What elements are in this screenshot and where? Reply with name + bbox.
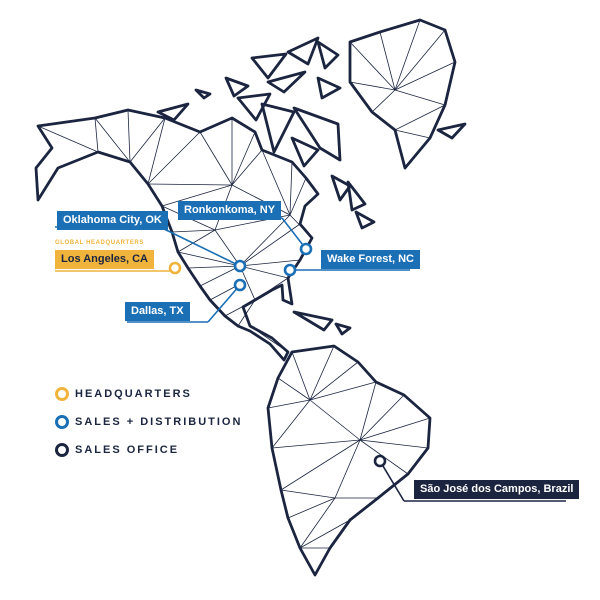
greenland-outline [348,18,457,170]
marker-oklahoma-city [233,259,247,273]
legend-item-sales-office: SALES OFFICE [55,441,242,459]
label-sao-jose: São José dos Campos, Brazil [414,480,580,499]
label-oklahoma-city: Oklahoma City, OK [57,211,168,230]
south-america-outline [266,344,432,577]
continent-outline [34,18,467,577]
label-dallas: Dallas, TX [125,302,190,321]
marker-sao-jose [373,454,387,468]
legend-sales-office-icon [55,443,69,457]
label-ronkonkoma: Ronkonkoma, NY [178,201,282,220]
marker-ronkonkoma [299,242,313,256]
global-hq-caption: GLOBAL HEADQUARTERS [55,240,144,246]
marker-wake-forest [283,263,297,277]
legend-sales-distribution-icon [55,415,69,429]
label-los-angeles: Los Angeles, CA [55,250,154,269]
label-wake-forest: Wake Forest, NC [321,250,421,269]
north-america-outline [34,108,320,362]
legend-item-sales-distribution: SALES + DISTRIBUTION [55,413,242,431]
legend: HEADQUARTERS SALES + DISTRIBUTION SALES … [55,385,242,469]
location-markers [168,242,387,468]
marker-dallas [233,278,247,292]
legend-sales-distribution-label: SALES + DISTRIBUTION [75,416,243,428]
legend-headquarters-icon [55,387,69,401]
marker-los-angeles [168,261,182,275]
legend-item-headquarters: HEADQUARTERS [55,385,242,403]
legend-sales-office-label: SALES OFFICE [75,444,180,456]
legend-headquarters-label: HEADQUARTERS [75,388,192,400]
